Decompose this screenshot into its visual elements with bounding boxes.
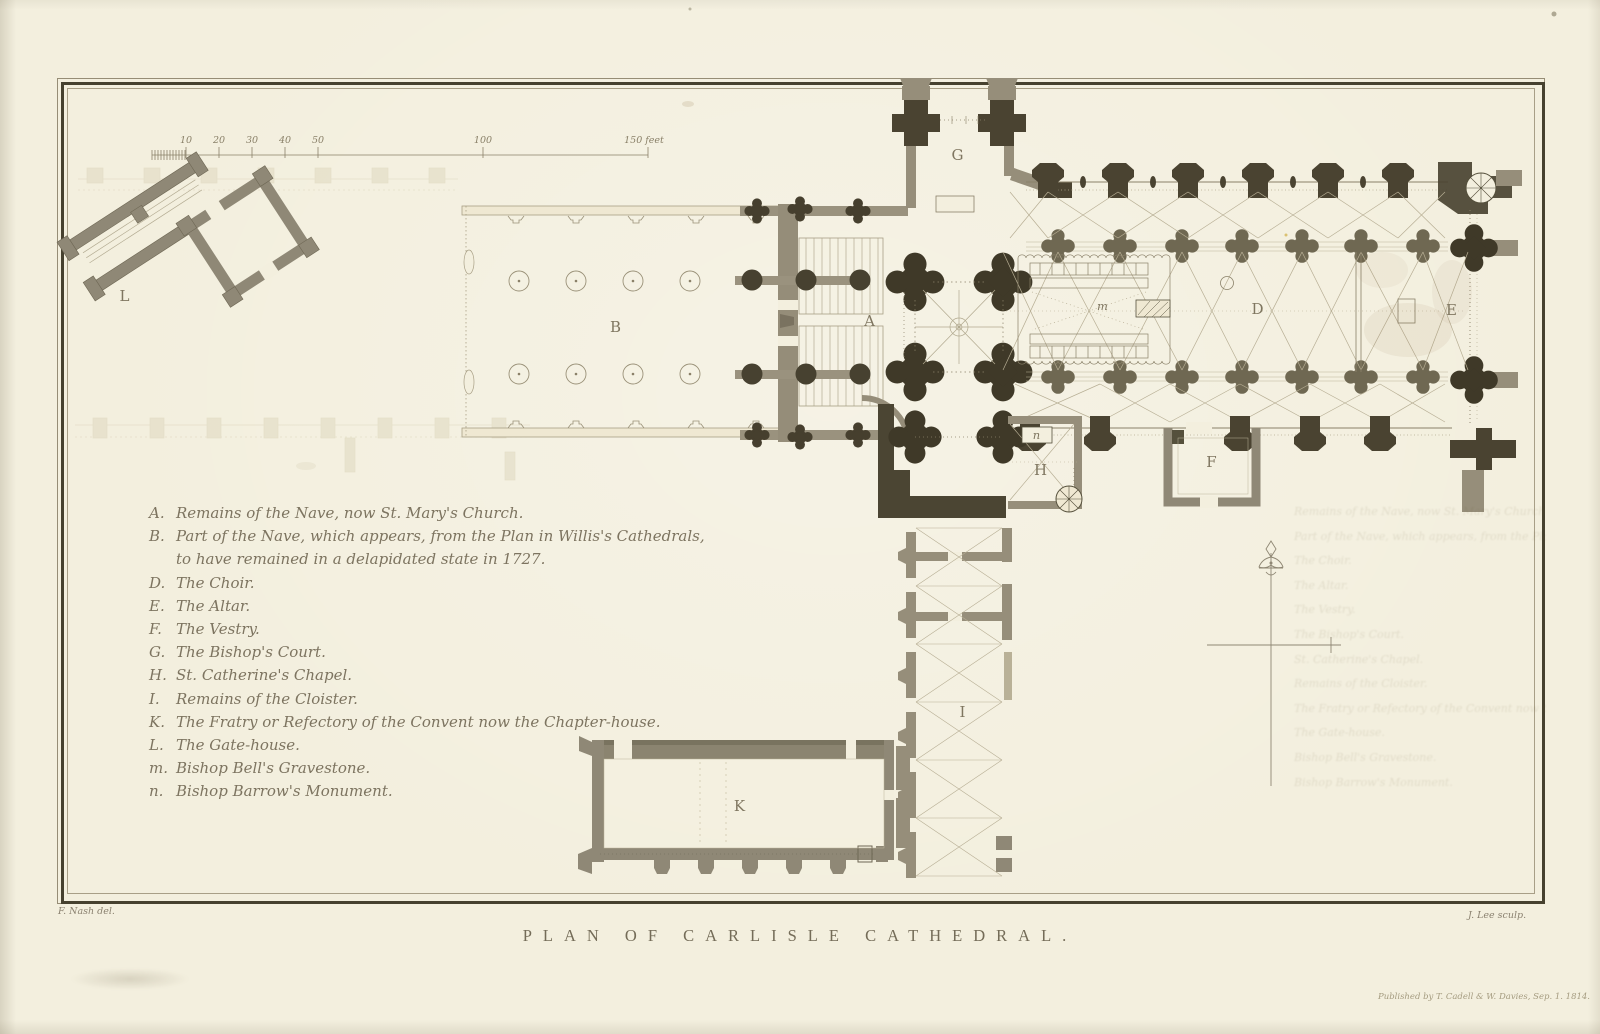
legend-text: The Choir. bbox=[176, 573, 255, 592]
legend-item: D. The Choir. bbox=[149, 572, 705, 595]
scale-bar bbox=[151, 147, 649, 160]
draughtsman-credit: F. Nash del. bbox=[58, 906, 115, 917]
choir-east-end bbox=[1450, 210, 1518, 512]
legend-key: E. bbox=[149, 596, 165, 615]
pencil-smudge bbox=[70, 968, 190, 990]
legend-item: K. The Fratry or Refectory of the Convent… bbox=[149, 711, 705, 734]
legend-key: m. bbox=[149, 759, 168, 778]
legend-item: L. The Gate-house. bbox=[149, 734, 705, 757]
plan-label-d: D bbox=[1251, 300, 1265, 318]
legend-item: B. Part of the Nave, which appears, from … bbox=[149, 525, 705, 571]
plan-label-a: A bbox=[864, 312, 876, 330]
legend-key: G. bbox=[149, 643, 166, 662]
legend-key: B. bbox=[149, 527, 165, 546]
legend-text: The Vestry. bbox=[176, 620, 260, 639]
legend-text: The Fratry or Refectory of the Convent n… bbox=[176, 712, 661, 731]
legend-key: K. bbox=[149, 712, 165, 731]
compass-north-mark bbox=[1207, 540, 1341, 786]
legend-item: E. The Altar. bbox=[149, 595, 705, 618]
legend-text: St. Catherine's Chapel. bbox=[176, 666, 353, 685]
legend-item: H. St. Catherine's Chapel. bbox=[149, 664, 705, 687]
legend-text: The Bishop's Court. bbox=[176, 643, 326, 662]
legend-key: F. bbox=[149, 620, 162, 639]
plan-label-g: G bbox=[951, 146, 965, 164]
legend-key: H. bbox=[149, 666, 167, 685]
fratry-plan bbox=[578, 736, 894, 874]
foxing-marks bbox=[296, 7, 1557, 470]
legend: A. Remains of the Nave, now St. Mary's Ch… bbox=[149, 502, 705, 804]
legend-key: n. bbox=[149, 782, 164, 801]
choir-south-wall bbox=[1014, 416, 1452, 451]
plan-label-b: B bbox=[609, 318, 623, 336]
vestry-plan bbox=[1163, 422, 1261, 508]
cloister-plan bbox=[896, 527, 1012, 878]
stmarys-plan bbox=[735, 196, 908, 450]
legend-text: Remains of the Nave, now St. Mary's Chur… bbox=[176, 504, 524, 522]
legend-key: A. bbox=[149, 504, 165, 522]
scale-tick-label: 30 bbox=[245, 135, 259, 146]
ghost-legend-showthrough: Remains of the Nave, now St. Mary's Chur… bbox=[1294, 505, 1546, 789]
scale-tick-label: 10 bbox=[179, 135, 193, 146]
legend-text: The Gate-house. bbox=[176, 736, 300, 755]
legend-text: Bishop Bell's Gravestone. bbox=[176, 759, 371, 778]
legend-key: I. bbox=[149, 689, 160, 708]
choir-north-wall bbox=[1026, 162, 1522, 214]
choir-stalls bbox=[1017, 254, 1171, 365]
plan-label-e: E bbox=[1446, 301, 1458, 319]
legend-item: n. Bishop Barrow's Monument. bbox=[149, 780, 705, 803]
plan-label-h: H bbox=[1033, 461, 1049, 479]
legend-item: I. Remains of the Cloister. bbox=[149, 688, 705, 711]
legend-text: Remains of the Cloister. bbox=[176, 689, 358, 708]
plate-title: PLAN OF CARLISLE CATHEDRAL. bbox=[522, 926, 1078, 945]
gatehouse-plan bbox=[56, 151, 320, 308]
nave-plan bbox=[461, 205, 781, 438]
scale-tick-label: 40 bbox=[278, 135, 292, 146]
scale-tick-label: 20 bbox=[212, 135, 226, 146]
legend-item: m. Bishop Bell's Gravestone. bbox=[149, 757, 705, 780]
stcatherines-chapel-plan bbox=[1008, 416, 1083, 513]
scale-tick-label: 50 bbox=[311, 135, 325, 146]
legend-text: Part of the Nave, which appears, from th… bbox=[176, 527, 705, 569]
plan-label-k: K bbox=[733, 797, 747, 815]
legend-text: Bishop Barrow's Monument. bbox=[176, 782, 393, 801]
legend-key: L. bbox=[149, 736, 164, 755]
plan-label-n: n bbox=[1032, 428, 1042, 442]
south-transept-plan bbox=[878, 404, 1030, 518]
plan-label-i: I bbox=[959, 703, 967, 721]
plan-label-f: F bbox=[1206, 453, 1218, 471]
publisher-imprint: Published by T. Cadell & W. Davies, Sep.… bbox=[1378, 992, 1590, 1002]
scale-tick-label: 150 feet bbox=[624, 135, 664, 146]
plan-label-l: L bbox=[119, 287, 131, 305]
legend-item: A. Remains of the Nave, now St. Mary's Ch… bbox=[149, 502, 705, 525]
altar-plan bbox=[1355, 252, 1472, 372]
legend-key: D. bbox=[149, 573, 166, 592]
legend-text: The Altar. bbox=[176, 596, 251, 615]
scale-tick-label: 100 bbox=[473, 135, 493, 146]
legend-item: G. The Bishop's Court. bbox=[149, 641, 705, 664]
engraver-credit: J. Lee sculp. bbox=[1468, 910, 1527, 921]
legend-item: F. The Vestry. bbox=[149, 618, 705, 641]
plan-label-m: m bbox=[1097, 299, 1109, 313]
